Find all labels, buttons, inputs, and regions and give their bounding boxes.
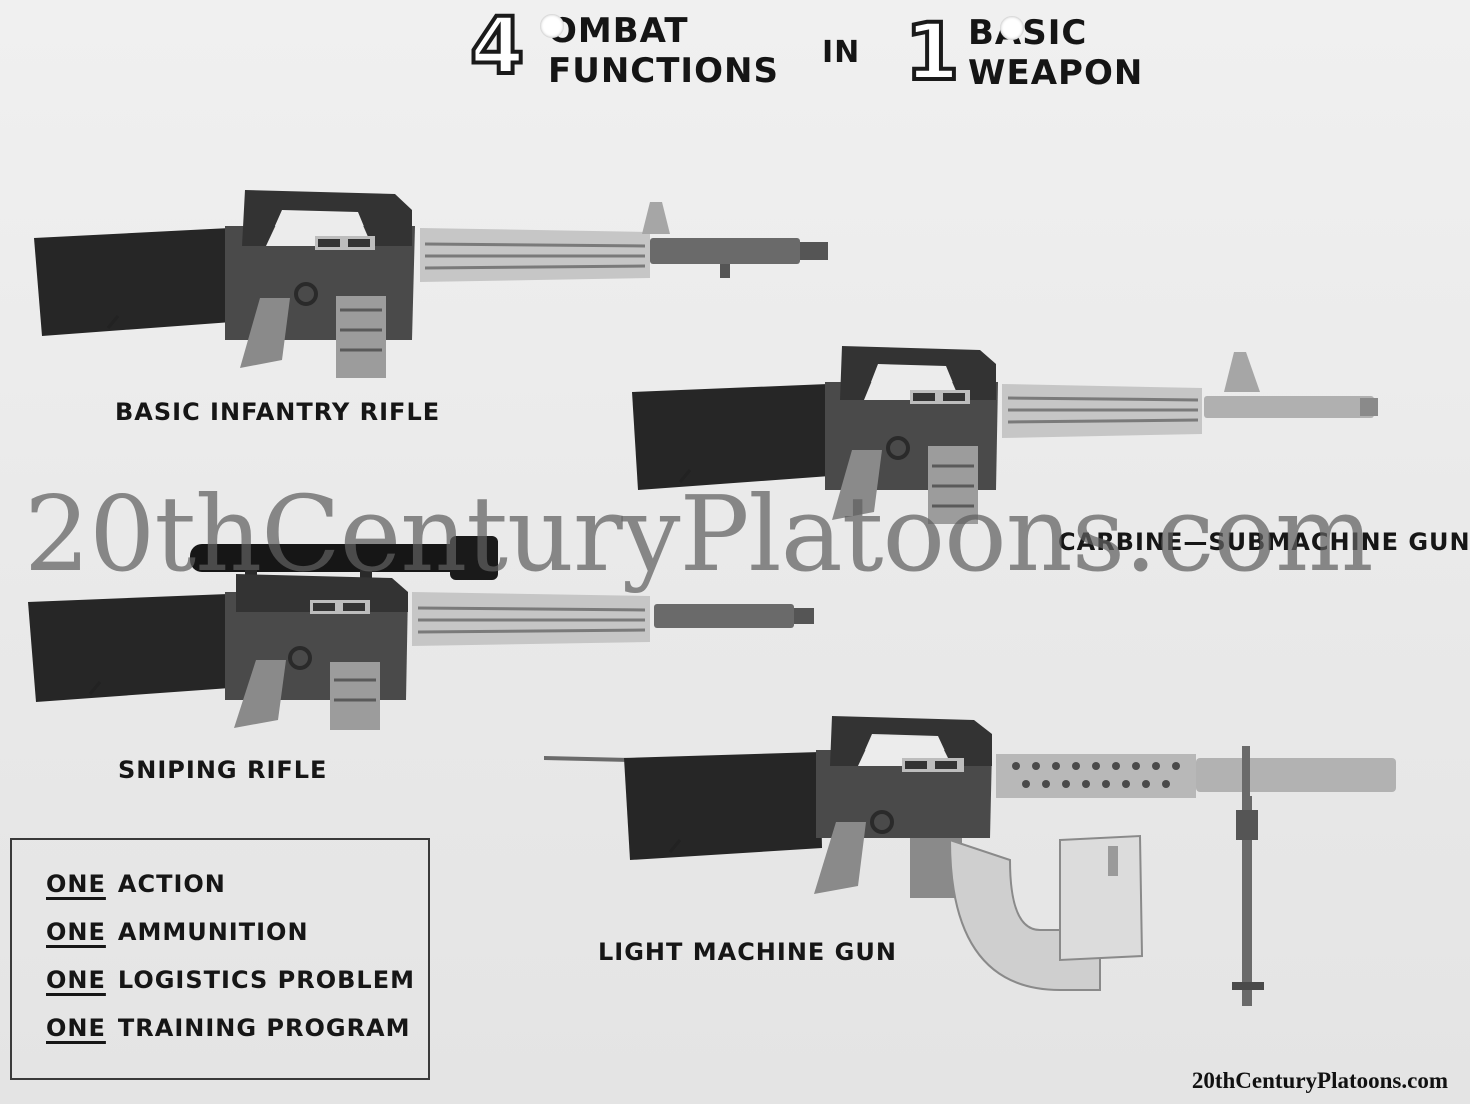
weapon-label: SNIPING RIFLE <box>118 756 328 784</box>
summary-emphasis: ONE <box>46 870 106 898</box>
summary-item: ONE TRAINING PROGRAM <box>46 1014 411 1042</box>
summary-box: ONE ACTION ONE AMMUNITION ONE LOGISTICS PRO… <box>10 838 430 1080</box>
title-word-basic: BASIC <box>968 13 1088 53</box>
summary-text: AMMUNITION <box>117 918 309 946</box>
summary-item: ONE AMMUNITION <box>46 918 309 946</box>
machine-gun-icon <box>540 710 1420 1010</box>
summary-emphasis: ONE <box>46 1014 106 1042</box>
punch-hole-left <box>540 14 564 38</box>
weapon-label: LIGHT MACHINE GUN <box>598 938 897 966</box>
title-word-weapon: WEAPON <box>968 53 1144 93</box>
weapon-label: BASIC INFANTRY RIFLE <box>115 398 441 426</box>
title-word-functions: FUNCTIONS <box>548 51 779 91</box>
summary-item: ONE LOGISTICS PROBLEM <box>46 966 415 994</box>
rifle-icon <box>20 190 840 380</box>
scoped-rifle-icon <box>20 530 820 730</box>
punch-hole-right <box>1000 16 1024 40</box>
summary-text: TRAINING PROGRAM <box>117 1014 411 1042</box>
watermark-large: 20thCenturyPlatoons.com <box>24 473 1374 595</box>
summary-emphasis: ONE <box>46 918 106 946</box>
summary-item: ONE ACTION <box>46 870 226 898</box>
summary-emphasis: ONE <box>46 966 106 994</box>
title-header: 4 OMBAT FUNCTIONS IN 1 BASIC WEAPON <box>0 0 1470 110</box>
weapon-label: CARBINE—SUBMACHINE GUN <box>1058 528 1470 556</box>
summary-text: ACTION <box>117 870 226 898</box>
carbine-icon <box>620 340 1390 530</box>
summary-text: LOGISTICS PROBLEM <box>117 966 415 994</box>
title-digit-one: 1 <box>903 8 961 98</box>
title-digit-four: 4 <box>468 2 526 92</box>
title-word-combat: OMBAT <box>548 11 689 51</box>
title-word-in: IN <box>822 35 861 70</box>
watermark-small: 20thCenturyPlatoons.com <box>1191 1068 1448 1093</box>
